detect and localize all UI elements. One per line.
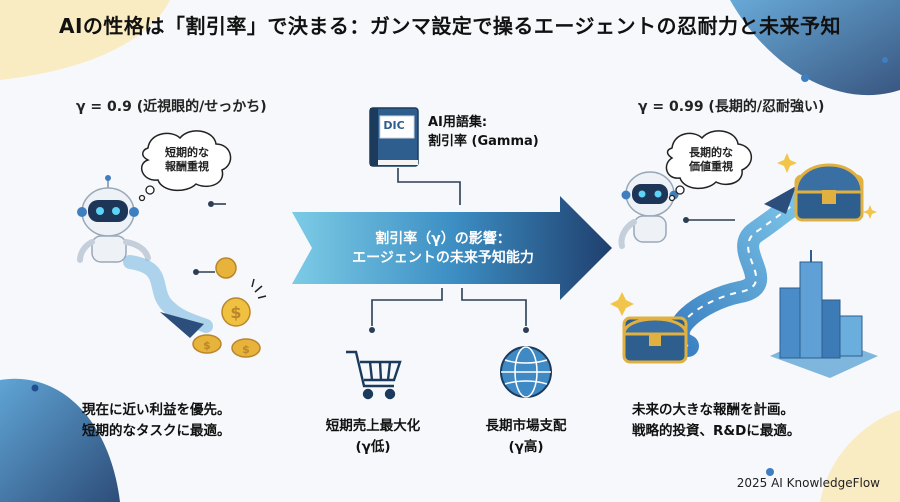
- example-short-term: 短期売上最大化 (γ低): [310, 416, 436, 458]
- right-caption: 未来の大きな報酬を計画。 戦略的投資、R&Dに最適。: [632, 400, 800, 442]
- connector-lines: [193, 168, 735, 333]
- glossary-term: 割引率 (Gamma): [428, 134, 539, 149]
- svg-text:$: $: [203, 339, 211, 352]
- right-caption-line-2: 戦略的投資、R&Dに最適。: [632, 423, 801, 439]
- example-long-term-line-2: (γ高): [508, 439, 544, 455]
- dictionary-book-icon: [369, 107, 419, 167]
- arrow-text: 割引率（γ）の影響： エージェントの未来予知能力: [308, 230, 578, 268]
- left-bubble-line-1: 短期的な: [165, 146, 209, 159]
- right-thought-bubble: [665, 130, 752, 202]
- coins: $ $ $: [192, 257, 267, 358]
- dic-book-label: DIC: [383, 119, 405, 132]
- right-robot-illustration: [618, 171, 679, 249]
- treasure-chest-small: [610, 292, 688, 364]
- footer-credit: 2025 AI KnowledgeFlow: [736, 476, 880, 490]
- shopping-cart-icon: [346, 350, 402, 400]
- svg-text:$: $: [230, 303, 241, 322]
- globe-icon: [500, 346, 552, 398]
- glossary-heading: AI用語集:: [428, 115, 488, 130]
- page-title: AIの性格は「割引率」で決まる：ガンマ設定で操るエージェントの忍耐力と未来予知: [58, 14, 842, 38]
- right-caption-line-1: 未来の大きな報酬を計画。: [632, 402, 794, 418]
- arrow-text-line-1: 割引率（γ）の影響：: [375, 231, 511, 247]
- corner-blue-top-right: [730, 0, 900, 96]
- right-bubble-line-2: 価値重視: [689, 160, 733, 173]
- arrow-text-line-2: エージェントの未来予知能力: [352, 250, 534, 266]
- svg-text:$: $: [242, 343, 250, 356]
- right-gamma-label: γ = 0.99 (長期的/忍耐強い): [638, 99, 825, 115]
- left-bubble-line-2: 報酬重視: [165, 160, 209, 173]
- left-robot-illustration: [77, 175, 151, 263]
- left-gamma-label: γ = 0.9 (近視眼的/せっかち): [76, 99, 267, 115]
- right-bubble-text: 長期的な 価値重視: [676, 146, 746, 174]
- glossary-title: AI用語集: 割引率 (Gamma): [428, 113, 539, 151]
- corner-yellow-top-left: [0, 0, 170, 80]
- left-caption-line-2: 短期的なタスクに最適。: [82, 423, 231, 439]
- big-arrow: [292, 196, 612, 300]
- left-caption: 現在に近い利益を優先。 短期的なタスクに最適。: [82, 400, 231, 442]
- example-short-term-line-1: 短期売上最大化: [325, 418, 421, 434]
- right-bubble-line-1: 長期的な: [689, 146, 733, 159]
- left-swoosh-arrow: [123, 255, 213, 338]
- left-caption-line-1: 現在に近い利益を優先。: [82, 402, 231, 418]
- left-bubble-text: 短期的な 報酬重視: [152, 146, 222, 174]
- corner-yellow-bottom-right: [766, 410, 900, 502]
- example-long-term: 長期市場支配 (γ高): [464, 416, 588, 458]
- city-buildings: [770, 250, 878, 378]
- left-thought-bubble: [138, 130, 232, 202]
- treasure-chest-large: [777, 153, 877, 222]
- example-short-term-line-2: (γ低): [355, 439, 391, 455]
- corner-blue-bottom-left: [0, 378, 120, 502]
- example-long-term-line-1: 長期市場支配: [485, 418, 567, 434]
